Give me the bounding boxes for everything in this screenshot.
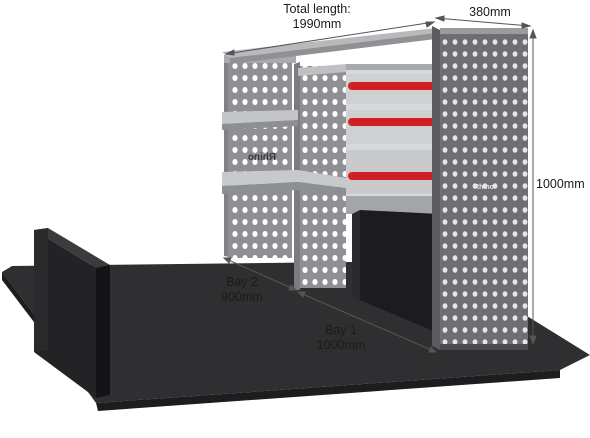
brand-logo-text-right: Rhino [474, 184, 494, 191]
depth-value: 380mm [469, 5, 511, 19]
total-length-value: 1990mm [292, 17, 342, 31]
drawer-top [346, 74, 440, 104]
drawer-middle [346, 110, 440, 144]
bay1-label: Bay 1 1000mm [305, 323, 377, 353]
wheel-arch-box [34, 228, 110, 398]
total-length-caption: Total length: [283, 2, 351, 16]
bay1-name: Bay 1 [325, 323, 357, 337]
total-length-label: Total length: 1990mm [262, 2, 372, 32]
racking-end-panel-right [432, 26, 528, 350]
bay1-length: 1000mm [316, 338, 366, 352]
height-label: 1000mm [536, 177, 590, 192]
shelf-middle [222, 170, 346, 196]
shelf-upper [222, 110, 298, 130]
bay2-length: 900mm [221, 290, 263, 304]
brand-logo-text: Rhino [248, 152, 276, 163]
dimension-bay1 [296, 291, 438, 353]
racking-top-rail [222, 28, 444, 64]
dimension-bay2 [222, 257, 298, 291]
dimension-height [529, 28, 537, 346]
bay2-label: Bay 2 900mm [212, 275, 272, 305]
depth-label: 380mm [455, 5, 525, 20]
drawer-unit [346, 64, 440, 214]
dimension-depth [434, 15, 532, 29]
shelf-bay1-top [298, 64, 346, 76]
dimension-total-length [224, 21, 436, 56]
drawer-bottom [346, 150, 440, 194]
storage-bin [352, 210, 440, 334]
height-value: 1000mm [536, 177, 585, 191]
bay2-name: Bay 2 [226, 275, 258, 289]
